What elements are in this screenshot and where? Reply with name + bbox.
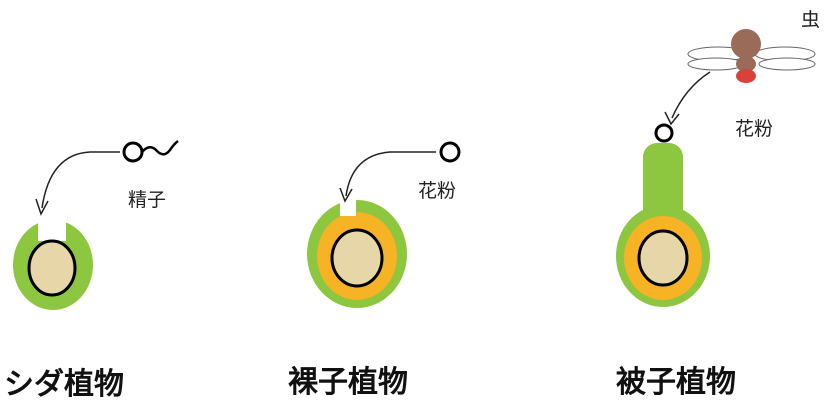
insect-abdomen [736, 69, 756, 83]
title-fern: シダ植物 [4, 367, 124, 401]
insect-thorax [736, 56, 756, 72]
title-angiosperm: 被子植物 [616, 365, 736, 400]
pistil-style [643, 143, 683, 223]
gymno-path-arrow [345, 151, 436, 197]
fern-opening [38, 215, 66, 241]
label-angio-pollen: 花粉 [735, 118, 773, 140]
gymno-pollen-grain [439, 141, 461, 163]
insect-wing-right-bottom [758, 57, 816, 71]
angio-nucleus [637, 229, 689, 287]
label-gymno-pollen: 花粉 [418, 180, 456, 202]
fern-arrowhead [35, 198, 49, 216]
angio-pollen-grain [654, 123, 674, 143]
insect-head [731, 29, 761, 59]
gymno-nucleus [330, 228, 384, 288]
insect-icon [687, 29, 816, 83]
label-insect: 虫 [801, 9, 820, 31]
gymno-opening [340, 196, 356, 216]
angiosperm-group: 虫 花粉 被子植物 [616, 9, 820, 400]
fern-nucleus [27, 239, 77, 297]
gymno-arrowhead [339, 187, 353, 203]
label-sperm: 精子 [128, 189, 166, 211]
title-gymnosperm: 裸子植物 [288, 365, 408, 400]
angio-path-arrow [671, 71, 711, 119]
insect-wing-left-bottom [687, 57, 745, 71]
fern-group: 精子 シダ植物 [4, 140, 179, 401]
angio-arrowhead [664, 111, 680, 126]
gymnosperm-group: 花粉 裸子植物 [288, 141, 461, 400]
sperm-head [122, 141, 144, 163]
fern-path-arrow [41, 151, 120, 209]
sperm-tail [141, 140, 179, 156]
